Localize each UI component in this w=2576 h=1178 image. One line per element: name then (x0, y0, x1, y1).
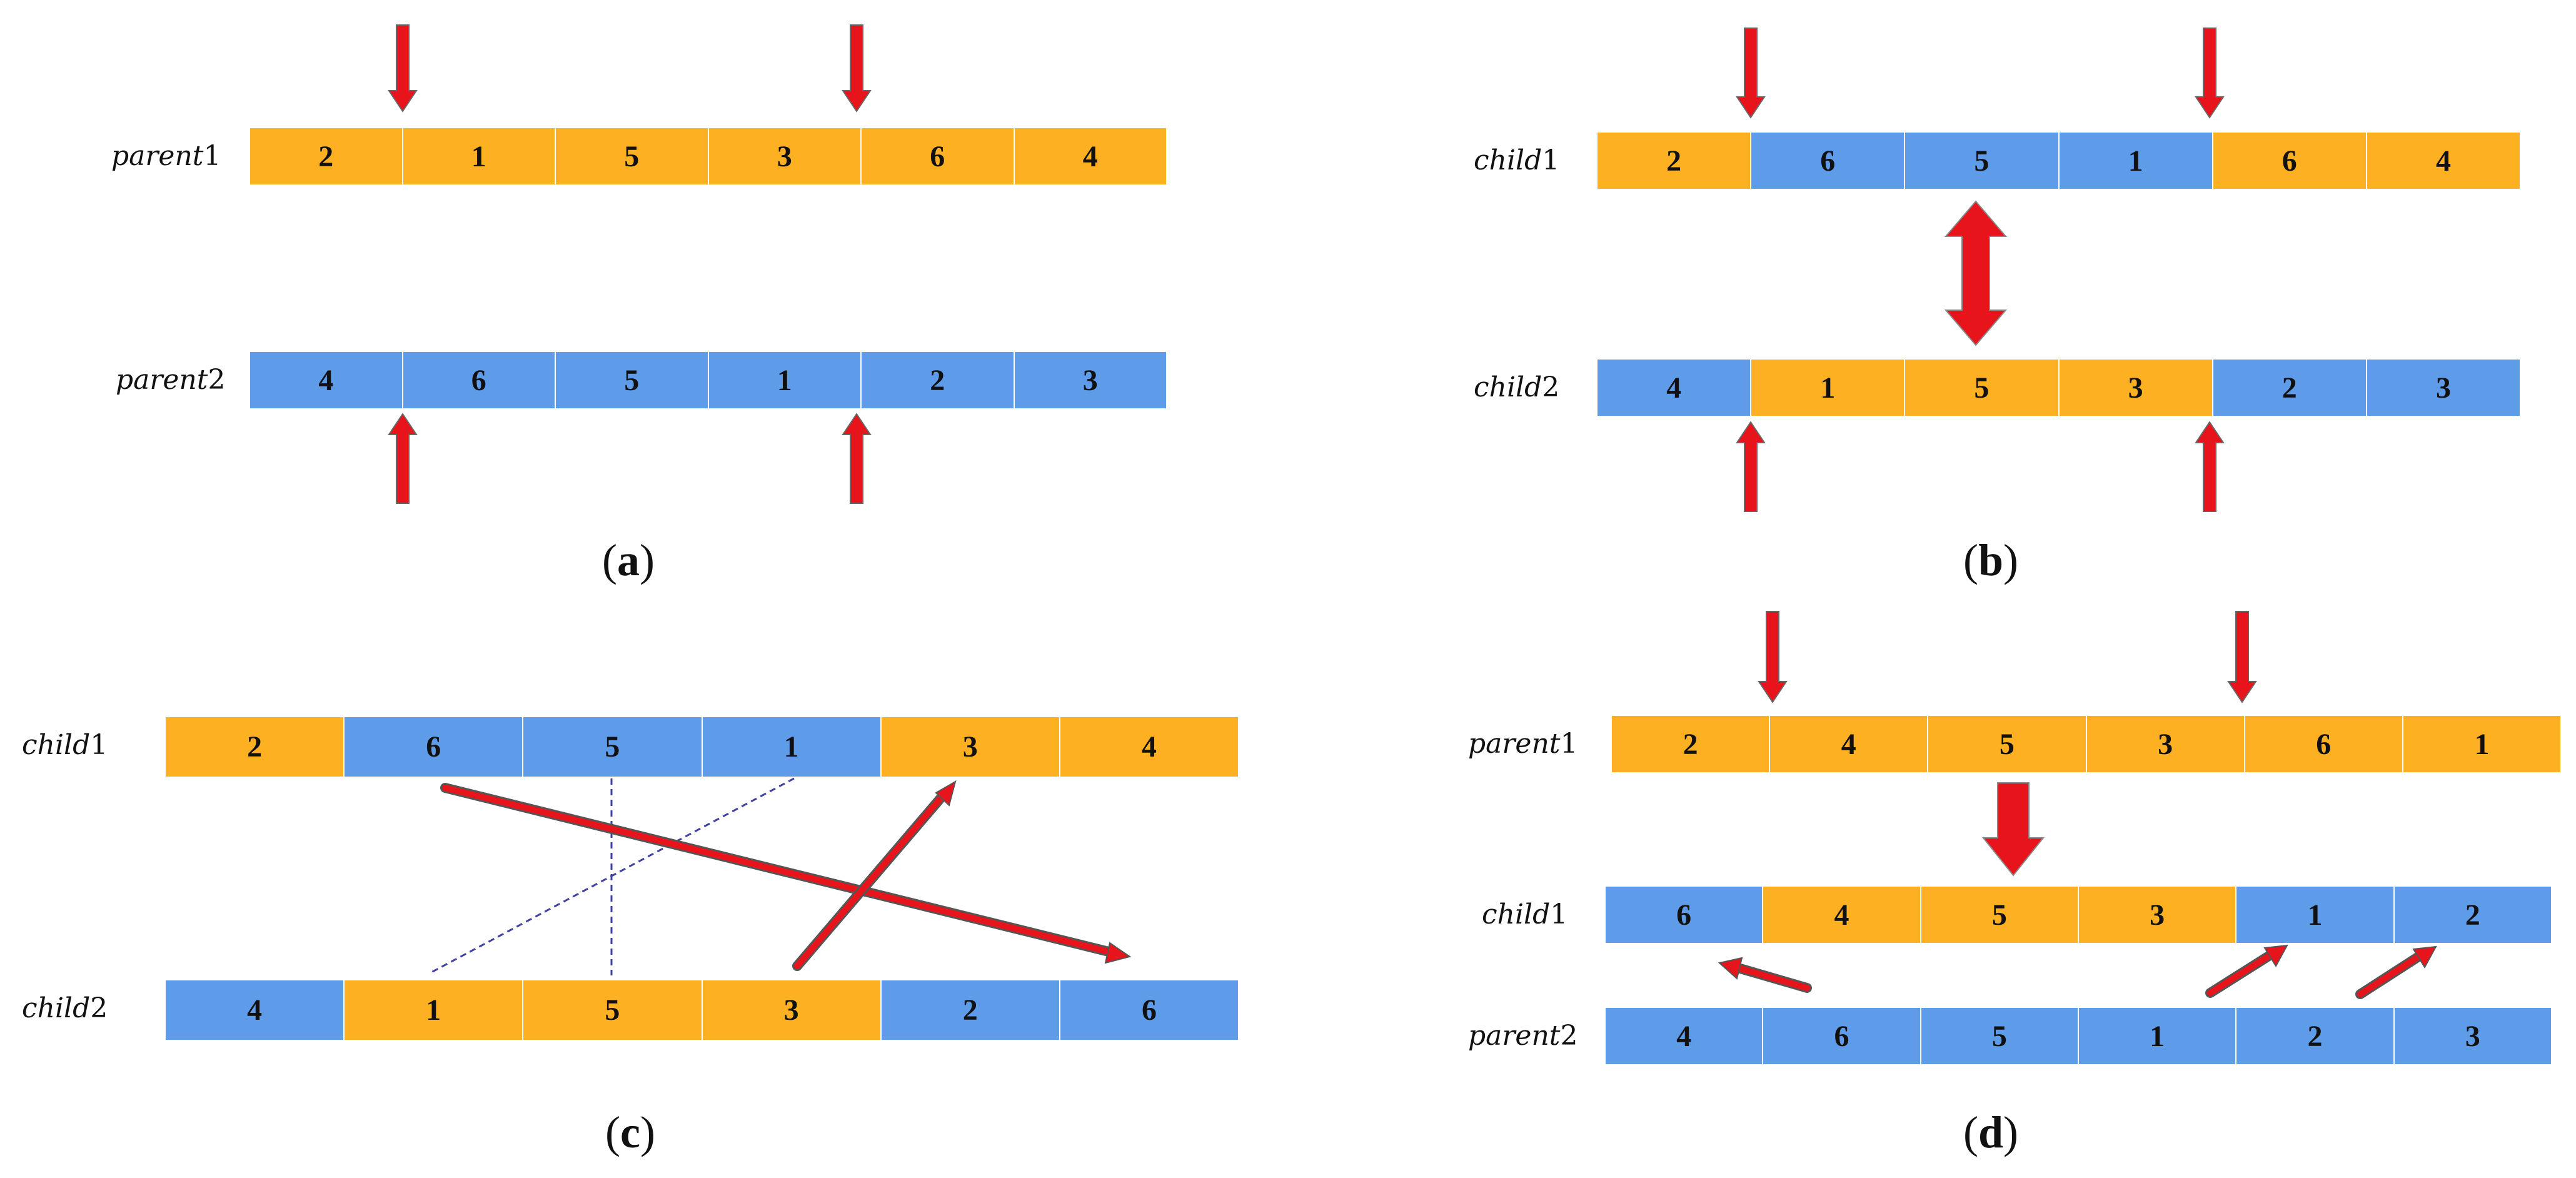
gene-cell: 6 (1060, 980, 1239, 1040)
caption-c: (c) (605, 1107, 655, 1157)
gene-cell: 3 (2086, 716, 2245, 772)
fill-arrow-icon (2205, 944, 2288, 998)
copy-down-arrow-icon (1981, 782, 2045, 877)
gene-cell: 2 (881, 980, 1060, 1040)
cut-arrow-down-icon (2195, 28, 2225, 119)
gene-cell: 3 (2394, 1008, 2551, 1064)
gene-cell: 2 (862, 352, 1015, 408)
gene-cell: 2 (166, 717, 345, 777)
gene-cell: 4 (2367, 133, 2520, 189)
gene-cell: 6 (862, 128, 1015, 184)
gene-cell: 2 (250, 128, 403, 184)
gene-cell: 5 (1921, 1008, 2079, 1064)
gene-cell: 1 (708, 352, 862, 408)
gene-cell: 2 (2213, 360, 2367, 416)
cut-arrow-up-icon (388, 413, 418, 504)
gene-cell: 5 (1905, 133, 2060, 189)
gene-cell: 6 (1751, 133, 1906, 189)
fill-arrow-icon (2355, 945, 2437, 999)
cut-arrow-down-icon (1758, 611, 1788, 703)
gene-cell: 2 (2236, 1008, 2395, 1064)
gene-cell: 2 (1597, 133, 1752, 189)
cut-arrow-up-icon (2195, 421, 2225, 512)
row-label-child2: child2 (22, 992, 108, 1024)
row-label-child1: child1 (1482, 899, 1568, 930)
row-label-child2: child2 (1474, 371, 1560, 403)
gene-cell: 6 (2213, 133, 2367, 189)
gene-cell: 3 (2059, 360, 2213, 416)
gene-cell: 4 (1770, 716, 1929, 772)
gene-cell: 4 (1597, 360, 1752, 416)
gene-cell: 5 (1921, 887, 2079, 943)
row-label-child1: child1 (1474, 144, 1560, 176)
gene-cell: 4 (166, 980, 345, 1040)
gene-cell: 1 (2236, 887, 2395, 943)
gene-cell: 6 (403, 352, 556, 408)
gene-cell: 5 (556, 352, 709, 408)
gene-cell: 3 (2078, 887, 2237, 943)
gene-cell: 4 (1763, 887, 1921, 943)
gene-cell: 5 (1905, 360, 2060, 416)
gene-cell: 1 (702, 717, 882, 777)
caption-d: (d) (1963, 1107, 2019, 1157)
mapping-arrow-icon (792, 780, 957, 971)
gene-cell: 1 (1751, 360, 1906, 416)
gene-cell: 5 (1928, 716, 2087, 772)
gene-cell: 1 (2078, 1008, 2237, 1064)
cut-arrow-down-icon (2227, 611, 2257, 703)
gene-cell: 2 (1612, 716, 1771, 772)
gene-cell: 4 (1606, 1008, 1764, 1064)
gene-cell: 3 (702, 980, 882, 1040)
gene-cell: 1 (2403, 716, 2561, 772)
row-label-parent1: parent1 (1468, 728, 1578, 760)
row-label-parent2: parent2 (1468, 1020, 1578, 1052)
gene-cell: 6 (1606, 887, 1764, 943)
mapping-dashed-lines (431, 777, 795, 975)
gene-cell: 3 (2367, 360, 2520, 416)
gene-cell: 6 (1763, 1008, 1921, 1064)
swap-double-arrow-icon (1944, 200, 2008, 346)
caption-b: (b) (1963, 535, 2019, 585)
cut-arrow-up-icon (1736, 421, 1766, 512)
gene-cell: 5 (523, 980, 703, 1040)
cut-arrow-down-icon (388, 24, 418, 113)
gene-cell: 5 (523, 717, 703, 777)
cut-arrow-down-icon (1736, 28, 1766, 119)
cut-arrow-down-icon (842, 24, 872, 113)
gene-cell: 4 (1060, 717, 1239, 777)
gene-cell: 1 (345, 980, 524, 1040)
row-label-parent1: parent1 (111, 140, 221, 172)
row-label-child1: child1 (22, 729, 108, 761)
mapping-arrow-icon (440, 783, 1132, 964)
gene-cell: 3 (708, 128, 862, 184)
gene-cell: 6 (2245, 716, 2403, 772)
fill-arrow-icon (1718, 957, 1812, 993)
gene-cell: 3 (1014, 352, 1166, 408)
gene-cell: 6 (345, 717, 524, 777)
gene-cell: 2 (2394, 887, 2551, 943)
gene-cell: 1 (403, 128, 556, 184)
row-label-parent2: parent2 (116, 364, 226, 396)
gene-cell: 3 (881, 717, 1060, 777)
gene-cell: 1 (2059, 133, 2213, 189)
gene-cell: 4 (1014, 128, 1166, 184)
gene-cell: 4 (250, 352, 403, 408)
cut-arrow-up-icon (842, 413, 872, 504)
caption-a: (a) (602, 535, 655, 585)
gene-cell: 5 (556, 128, 709, 184)
